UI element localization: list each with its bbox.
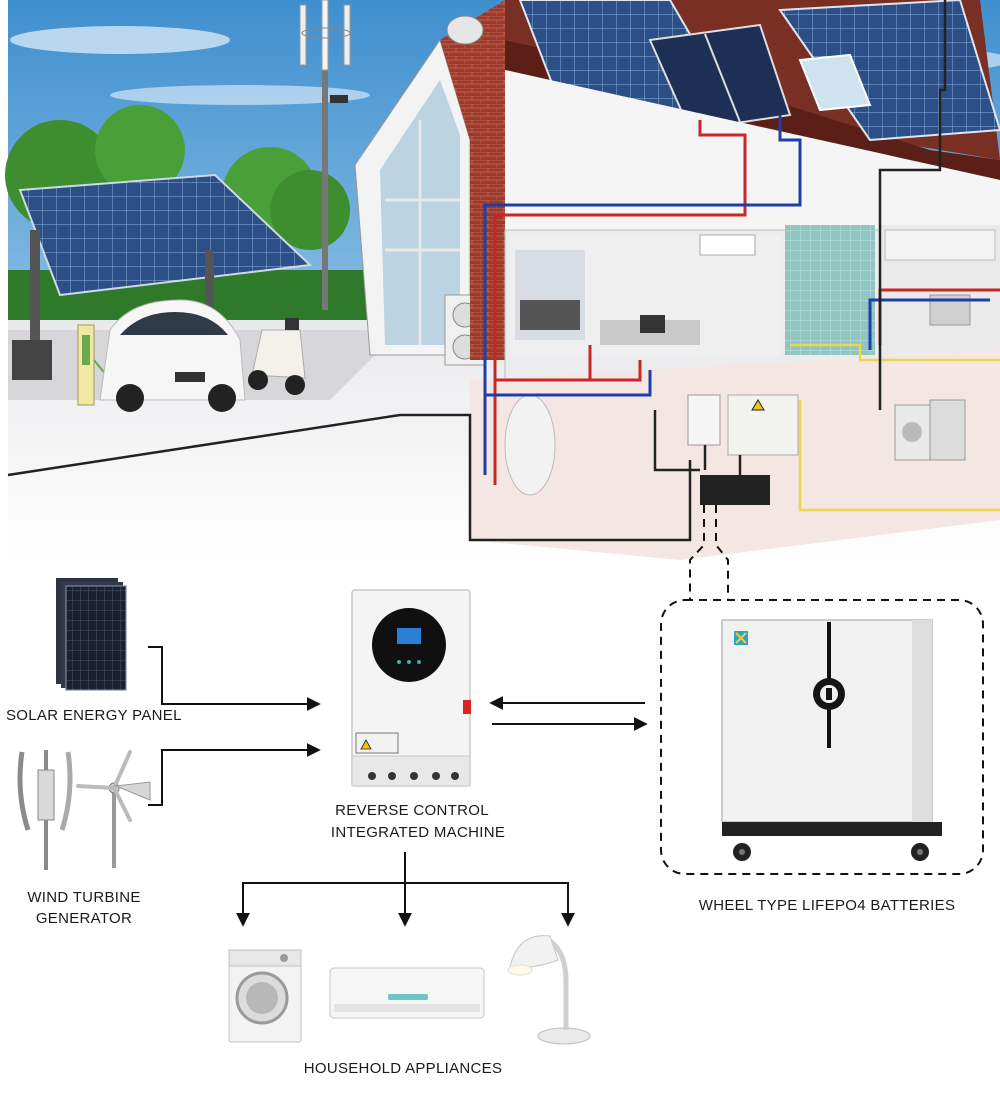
rooftop-wind-turbine bbox=[299, 0, 351, 310]
house bbox=[354, 0, 1000, 560]
solar-panel-label: SOLAR ENERGY PANEL bbox=[6, 707, 182, 724]
air-conditioner-icon bbox=[329, 967, 485, 1019]
wind-turbine-label-line1: WIND TURBINE bbox=[27, 889, 141, 906]
washing-machine-icon bbox=[228, 949, 302, 1043]
inverter-label-line1: REVERSE CONTROL bbox=[335, 802, 489, 819]
car-icon bbox=[77, 299, 246, 412]
trees bbox=[5, 105, 350, 250]
flow-arrows bbox=[148, 646, 648, 927]
batteries-label: WHEEL TYPE LIFEPO4 BATTERIES bbox=[698, 897, 956, 914]
ground-solar-array bbox=[12, 173, 313, 380]
dc-cabling bbox=[7, 0, 947, 542]
appliances-label: HOUSEHOLD APPLIANCES bbox=[303, 1060, 503, 1077]
battery-callout-connector bbox=[689, 505, 729, 600]
wind-turbine-label-line2: GENERATOR bbox=[35, 910, 133, 927]
solar-panel-icon bbox=[56, 578, 127, 691]
scooter-icon bbox=[248, 318, 306, 395]
battery-callout-box bbox=[660, 599, 984, 875]
lamp-icon bbox=[507, 935, 591, 1045]
ac-cabling bbox=[790, 343, 1000, 512]
wind-turbine-icon bbox=[17, 750, 151, 870]
battery-icon bbox=[721, 619, 942, 861]
house-illustration bbox=[5, 0, 1000, 560]
inverter-label-line2: INTEGRATED MACHINE bbox=[330, 824, 506, 841]
inverter-icon bbox=[351, 589, 471, 787]
